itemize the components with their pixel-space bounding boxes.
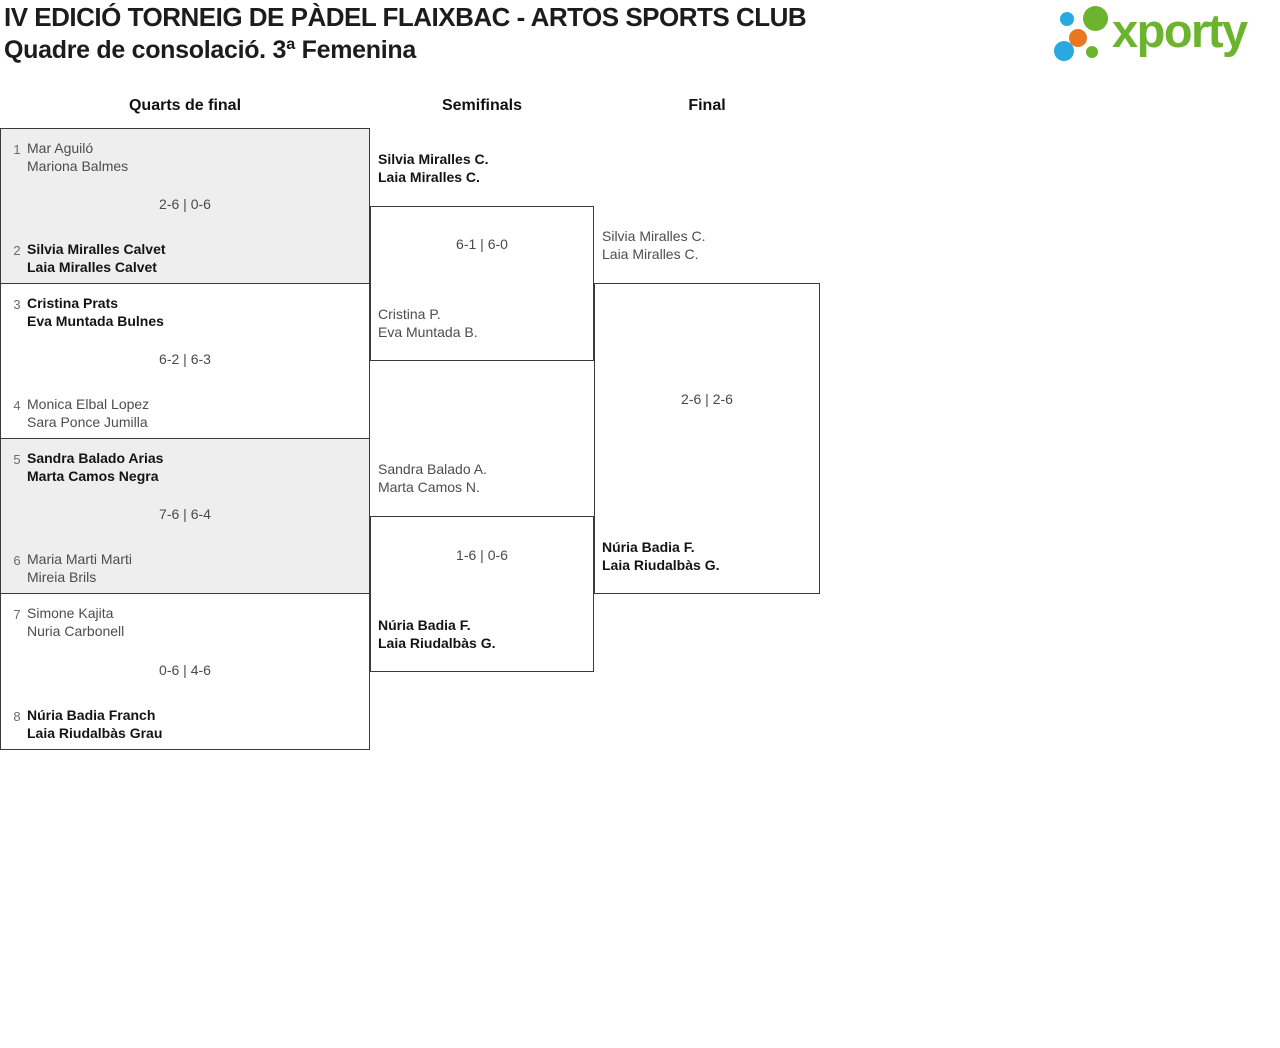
- player-name: Cristina Prats: [27, 295, 119, 311]
- player-name: Laia Miralles Calvet: [27, 259, 157, 275]
- player-name: Silvia Miralles Calvet: [27, 241, 166, 257]
- team-row: 2 Silvia Miralles Calvet Laia Miralles C…: [9, 240, 361, 276]
- team-names: Sandra Balado Arias Marta Camos Negra: [25, 449, 163, 485]
- match-card-qf3[interactable]: 5 Sandra Balado Arias Marta Camos Negra …: [0, 438, 370, 594]
- team-names: Núria Badia F. Laia Riudalbàs G.: [602, 538, 719, 574]
- match-score: 1-6 | 0-6: [456, 547, 508, 563]
- player-name: Sara Ponce Jumilla: [27, 414, 148, 430]
- player-name: Simone Kajita: [27, 605, 114, 621]
- player-name: Eva Muntada B.: [378, 324, 478, 340]
- match-card-qf4[interactable]: 7 Simone Kajita Nuria Carbonell 0-6 | 4-…: [0, 593, 370, 750]
- match-score: 6-2 | 6-3: [159, 351, 211, 367]
- logo-dot-blue-large-icon: [1054, 41, 1074, 61]
- match-card-sf2[interactable]: Sandra Balado A. Marta Camos N. 1-6 | 0-…: [370, 461, 594, 672]
- team-names: Maria Marti Marti Mireia Brils: [25, 550, 132, 586]
- page-header: IV EDICIÓ TORNEIG DE PÀDEL FLAIXBAC - AR…: [4, 1, 807, 66]
- seed-number: 6: [13, 553, 21, 568]
- player-name: Eva Muntada Bulnes: [27, 313, 164, 329]
- round-header-semifinals: Semifinals: [441, 97, 523, 114]
- round-header-final: Final: [688, 97, 726, 114]
- player-name: Laia Riudalbàs Grau: [27, 725, 163, 741]
- player-name: Núria Badia F.: [378, 617, 471, 633]
- team-row: 4 Monica Elbal Lopez Sara Ponce Jumilla: [9, 395, 361, 431]
- logo-dot-green-small-icon: [1086, 46, 1098, 58]
- player-name: Núria Badia Franch: [27, 707, 156, 723]
- team-names: Cristina Prats Eva Muntada Bulnes: [25, 294, 164, 330]
- player-name: Nuria Carbonell: [27, 623, 125, 639]
- player-name: Mireia Brils: [27, 569, 97, 585]
- team-names: Silvia Miralles Calvet Laia Miralles Cal…: [25, 240, 166, 276]
- player-name: Silvia Miralles C.: [602, 228, 706, 244]
- logo-dot-blue-small-icon: [1060, 12, 1074, 26]
- match-score: 2-6 | 0-6: [159, 196, 211, 212]
- match-score: 7-6 | 6-4: [159, 506, 211, 522]
- match-score: 6-1 | 6-0: [456, 236, 508, 252]
- seed-number: 3: [13, 297, 21, 312]
- team-row: 8 Núria Badia Franch Laia Riudalbàs Grau: [9, 706, 361, 742]
- team-names: Sandra Balado A. Marta Camos N.: [378, 460, 487, 496]
- page-title: IV EDICIÓ TORNEIG DE PÀDEL FLAIXBAC - AR…: [4, 2, 807, 32]
- player-name: Maria Marti Marti: [27, 551, 133, 567]
- team-names: Cristina P. Eva Muntada B.: [378, 305, 478, 341]
- seed-number: 1: [13, 142, 21, 157]
- page-subtitle: Quadre de consolació. 3ª Femenina: [4, 36, 416, 64]
- player-name: Laia Miralles C.: [378, 169, 480, 185]
- player-name: Núria Badia F.: [602, 539, 695, 555]
- team-row: 1 Mar Aguiló Mariona Balmes: [9, 139, 361, 175]
- player-name: Laia Miralles C.: [602, 246, 699, 262]
- player-name: Laia Riudalbàs G.: [378, 635, 496, 651]
- seed-number: 7: [13, 607, 21, 622]
- team-row: 7 Simone Kajita Nuria Carbonell: [9, 604, 361, 640]
- match-card-qf2[interactable]: 3 Cristina Prats Eva Muntada Bulnes 6-2 …: [0, 283, 370, 439]
- player-name: Sandra Balado A.: [378, 461, 487, 477]
- team-names: Núria Badia Franch Laia Riudalbàs Grau: [25, 706, 162, 742]
- player-name: Silvia Miralles C.: [378, 151, 489, 167]
- logo-dot-green-large-icon: [1083, 6, 1108, 31]
- team-row: 6 Maria Marti Marti Mireia Brils: [9, 550, 361, 586]
- seed-number: 2: [13, 243, 21, 258]
- team-names: Simone Kajita Nuria Carbonell: [25, 604, 124, 640]
- logo-wordmark: xporty: [1112, 4, 1248, 57]
- xporty-logo[interactable]: xporty: [1050, 0, 1278, 70]
- player-name: Monica Elbal Lopez: [27, 396, 150, 412]
- team-names: Mar Aguiló Mariona Balmes: [25, 139, 128, 175]
- match-card-sf1[interactable]: Silvia Miralles C. Laia Miralles C. 6-1 …: [370, 151, 594, 361]
- player-name: Marta Camos N.: [378, 479, 480, 495]
- team-names: Silvia Miralles C. Laia Miralles C.: [602, 227, 705, 263]
- player-name: Cristina P.: [378, 306, 441, 322]
- match-card-qf1[interactable]: 1 Mar Aguiló Mariona Balmes 2-6 | 0-6 2 …: [0, 128, 370, 284]
- team-row: 3 Cristina Prats Eva Muntada Bulnes: [9, 294, 361, 330]
- match-score: 2-6 | 2-6: [681, 391, 733, 407]
- match-card-final[interactable]: Silvia Miralles C. Laia Miralles C. 2-6 …: [594, 228, 820, 594]
- team-names: Monica Elbal Lopez Sara Ponce Jumilla: [25, 395, 149, 431]
- match-score: 0-6 | 4-6: [159, 661, 211, 678]
- round-header-quarterfinals: Quarts de final: [128, 97, 242, 114]
- logo-dot-orange-icon: [1069, 29, 1087, 47]
- team-names: Núria Badia F. Laia Riudalbàs G.: [378, 616, 495, 652]
- player-name: Laia Riudalbàs G.: [602, 557, 720, 573]
- seed-number: 8: [13, 709, 21, 724]
- team-row: 5 Sandra Balado Arias Marta Camos Negra: [9, 449, 361, 485]
- player-name: Mariona Balmes: [27, 158, 129, 174]
- player-name: Marta Camos Negra: [27, 468, 159, 484]
- seed-number: 5: [13, 452, 21, 467]
- player-name: Mar Aguiló: [27, 140, 94, 156]
- player-name: Sandra Balado Arias: [27, 450, 164, 466]
- team-names: Silvia Miralles C. Laia Miralles C.: [378, 150, 489, 186]
- seed-number: 4: [13, 398, 21, 413]
